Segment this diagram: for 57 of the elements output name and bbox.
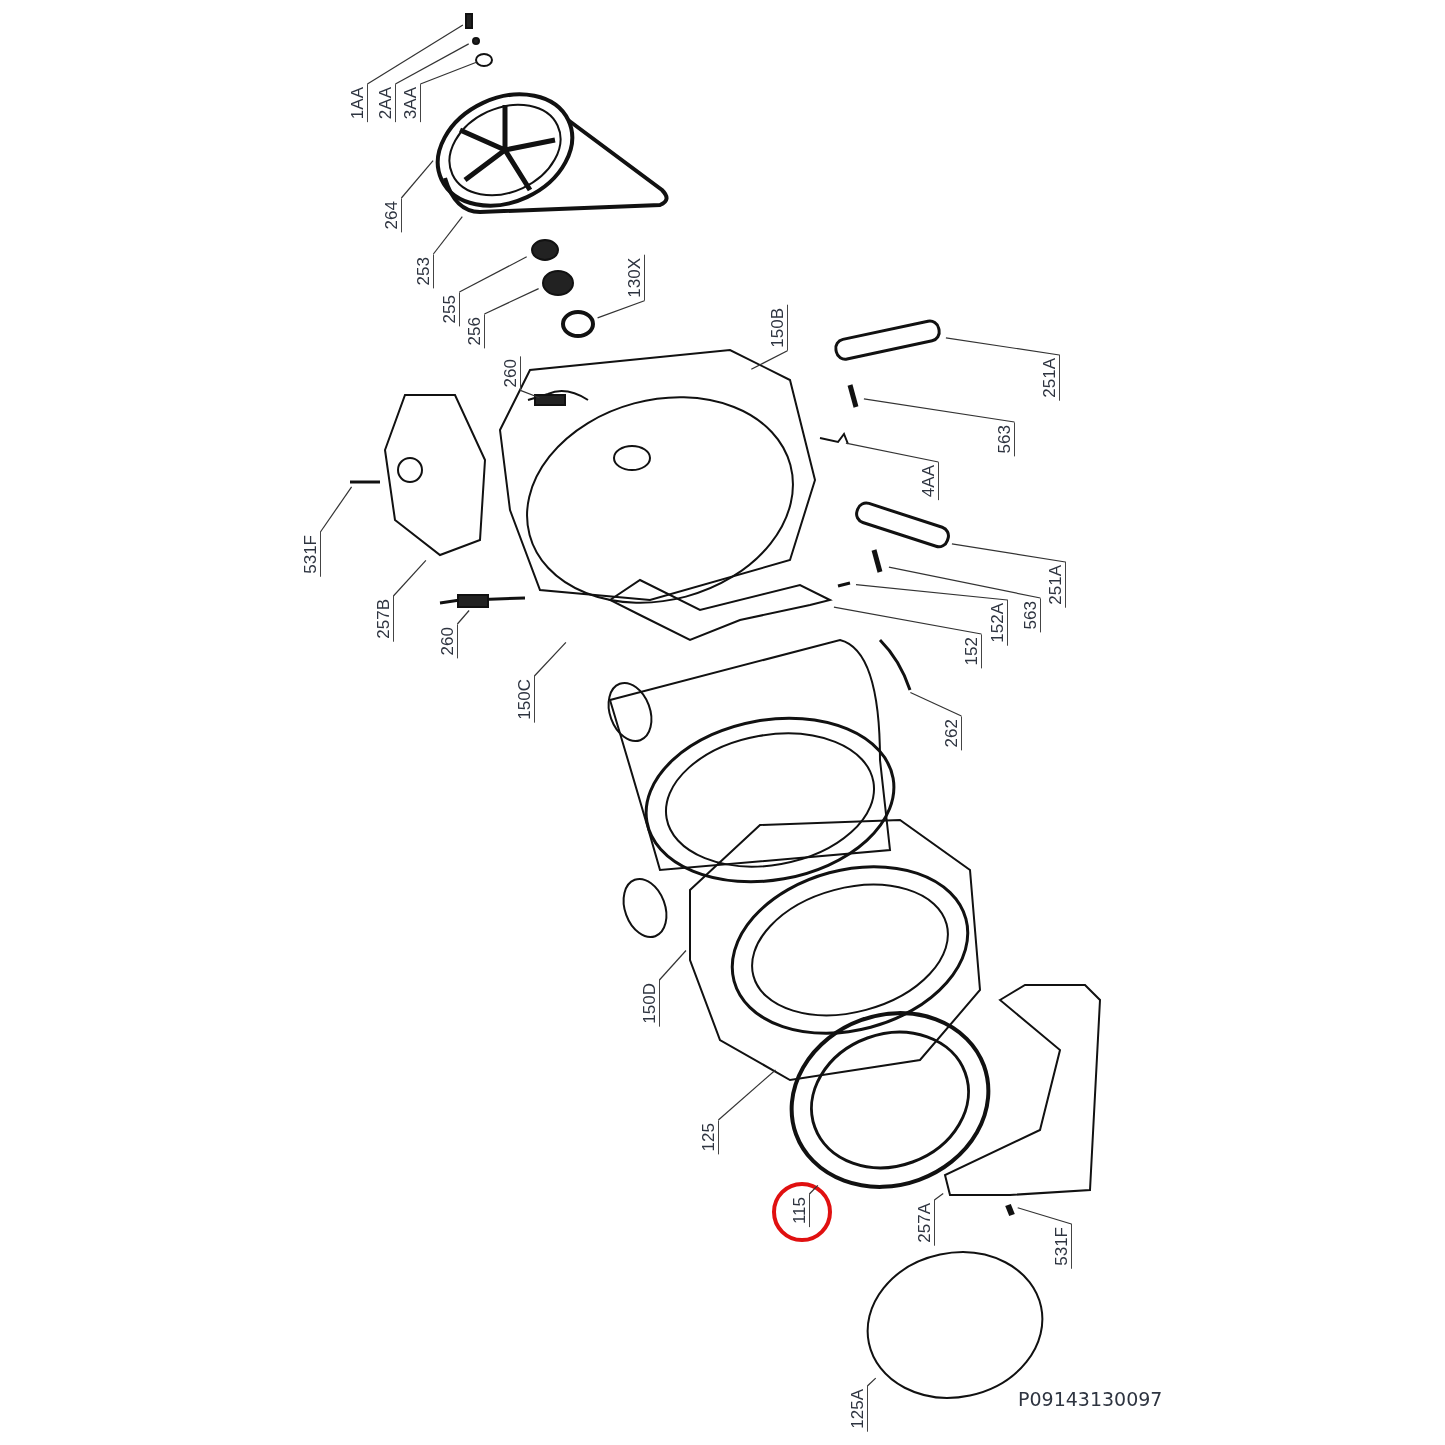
callout-number: 257A [916, 1200, 935, 1246]
leader-line [833, 606, 982, 635]
callout-number: 125A [849, 1386, 868, 1432]
callout-number: 260 [502, 356, 521, 391]
leader-line [845, 442, 939, 463]
leader-line [319, 486, 353, 533]
callout-number: 4AA [920, 462, 939, 501]
callout-number: 563 [1022, 598, 1041, 633]
callout-number: 115 [791, 1194, 810, 1228]
callout-number: 262 [943, 716, 962, 751]
callout-number: 257B [375, 596, 394, 642]
callout-number: 251A [1041, 355, 1060, 401]
leader-line [597, 300, 645, 319]
leader-line [750, 350, 788, 370]
callout-number: 1AA [349, 84, 368, 123]
drawing-number: P09143130097 [1018, 1388, 1163, 1410]
leader-line [945, 337, 1060, 356]
leader-line [909, 691, 962, 717]
leader-line [432, 216, 463, 255]
callout-number: 150C [516, 676, 535, 723]
callout-number: 152A [989, 600, 1008, 646]
callout-number: 251A [1047, 562, 1066, 608]
callout-number: 531F [1053, 1224, 1072, 1269]
leader-line [888, 566, 1041, 599]
leader-line [392, 559, 427, 597]
leader-line [519, 389, 540, 399]
callout-number: 260 [439, 624, 458, 659]
callout-number: 152 [963, 634, 982, 669]
leader-line [808, 1184, 819, 1195]
leader-line [855, 584, 1008, 601]
callout-number: 130X [626, 255, 645, 301]
callout-number: 256 [466, 314, 485, 349]
callout-number: 150B [769, 305, 788, 351]
callout-number: 264 [383, 198, 402, 233]
callout-number: 255 [441, 292, 460, 327]
leader-line [400, 160, 434, 199]
leader-line [1017, 1207, 1072, 1225]
leader-line [717, 1069, 777, 1121]
callout-number: 125 [700, 1120, 719, 1155]
leader-line [483, 288, 540, 315]
leader-line [866, 1377, 877, 1387]
callout-number: 563 [996, 422, 1015, 457]
leader-line [951, 543, 1066, 563]
leader-line [456, 609, 470, 625]
callout-number: 3AA [402, 84, 421, 123]
leader-line [863, 398, 1015, 423]
leader-line [394, 43, 470, 85]
leader-line [458, 256, 528, 293]
leader-line [419, 61, 477, 85]
leader-line [366, 24, 464, 85]
leader-line [658, 949, 687, 981]
callout-number: 253 [415, 254, 434, 289]
callout-number: 2AA [377, 84, 396, 123]
callout-number: 531F [302, 532, 321, 577]
callout-number: 150D [641, 980, 660, 1027]
leader-line [533, 641, 567, 677]
leader-line [933, 1193, 944, 1201]
